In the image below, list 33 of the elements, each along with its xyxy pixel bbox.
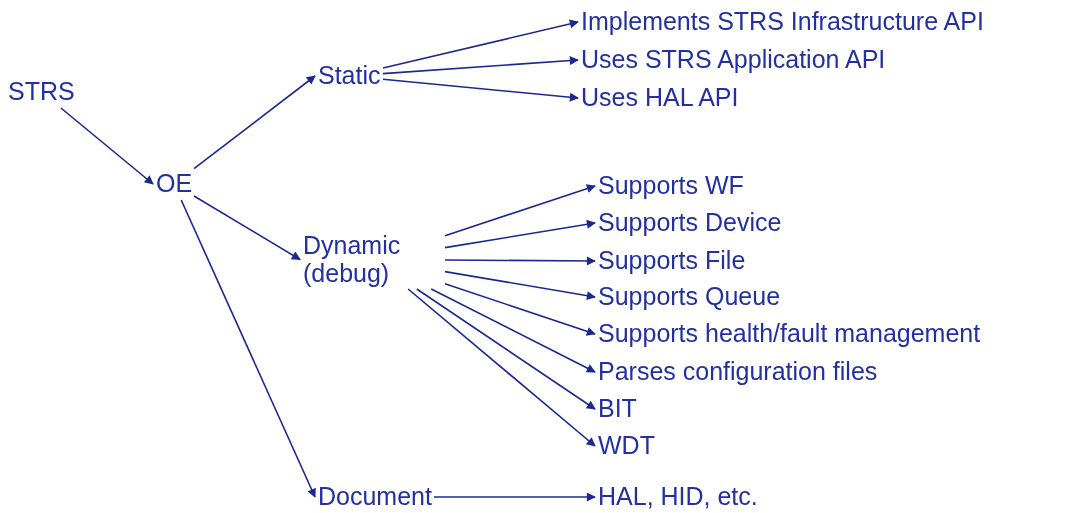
- arrow: [407, 288, 596, 447]
- node-label: STRS: [8, 78, 75, 106]
- arrow: [382, 78, 579, 102]
- arrow: [444, 270, 596, 301]
- node-label: WDT: [598, 432, 655, 460]
- node-label: Static: [318, 62, 381, 90]
- arrow: [444, 184, 596, 237]
- node-label: Implements STRS Infrastructure API: [581, 8, 984, 36]
- node-label: Supports File: [598, 247, 746, 275]
- arrow: [193, 195, 301, 261]
- node-label: Uses HAL API: [581, 84, 739, 112]
- node-label: Supports Queue: [598, 283, 781, 311]
- node-label: Dynamic (debug): [303, 232, 443, 287]
- arrow: [444, 219, 596, 249]
- arrow: [416, 288, 596, 410]
- arrow: [433, 492, 596, 502]
- arrow: [382, 19, 579, 69]
- arrow: [444, 256, 596, 266]
- arrow: [444, 282, 596, 336]
- node-label: Supports Device: [598, 209, 782, 237]
- node-label: HAL, HID, etc.: [598, 483, 758, 511]
- arrow: [180, 199, 316, 498]
- arrow: [430, 288, 596, 373]
- node-label: Parses configuration files: [598, 358, 878, 386]
- node-label: BIT: [598, 395, 637, 423]
- node-label: Supports health/fault management: [598, 320, 981, 348]
- node-label: OE: [156, 170, 193, 198]
- node-label: Uses STRS Application API: [581, 46, 886, 74]
- arrow: [193, 75, 316, 170]
- arrow: [60, 107, 154, 185]
- node-label: Document: [318, 483, 432, 511]
- arrow: [382, 56, 579, 75]
- node-label: Supports WF: [598, 172, 744, 200]
